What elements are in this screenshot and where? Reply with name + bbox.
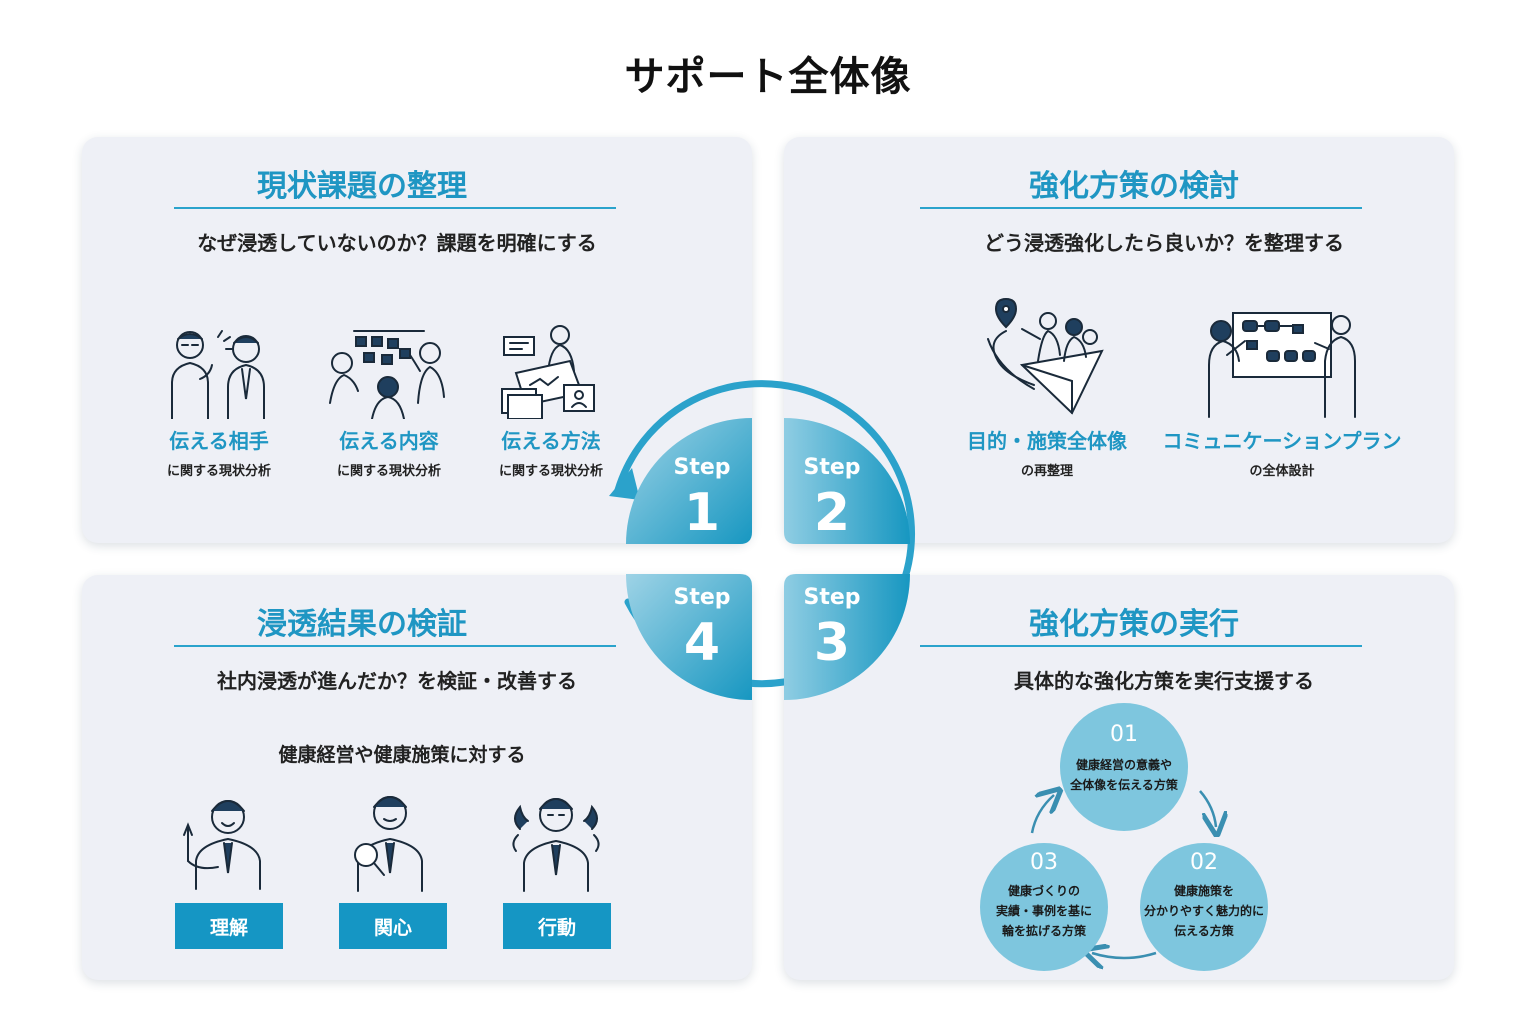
panel-subtitle: なぜ浸透していないのか？課題を明確にする — [197, 231, 597, 255]
circle-text: 健康施策を — [1174, 883, 1234, 898]
magnifier-person-icon — [354, 796, 423, 892]
item-label: 伝える相手 — [169, 429, 269, 453]
panel-title: 浸透結果の検証 — [257, 607, 467, 642]
cycle-circle-01 — [1060, 703, 1188, 831]
circle-text: 健康経営の意義や — [1076, 757, 1172, 772]
item-note: の再整理 — [1020, 464, 1073, 479]
circle-text: 輪を拡げる方策 — [1002, 923, 1087, 938]
panel-title: 強化方策の実行 — [1029, 607, 1239, 642]
circle-number: 03 — [1030, 850, 1058, 875]
circle-number: 02 — [1190, 850, 1218, 875]
cycle-circle-03 — [980, 843, 1108, 971]
circle-text: 健康づくりの — [1008, 883, 1080, 898]
item-content: 伝える内容 に関する現状分析 — [314, 323, 464, 479]
execution-cycle-diagram: 01 健康経営の意義や 全体像を伝える方策 02 健康施策を 分かりやすく魅力的… — [980, 703, 1268, 971]
motivated-person-icon — [512, 798, 600, 892]
lead-text: 健康経営や健康施策に対する — [278, 744, 526, 766]
circle-text: 全体像を伝える方策 — [1069, 777, 1179, 792]
panel-strategy-execution: 強化方策の実行 具体的な強化方策を実行支援する 01 健康経営の意義や 全体像を… — [784, 575, 1454, 980]
item-note: に関する現状分析 — [336, 464, 441, 479]
pointing-person-icon — [183, 800, 261, 890]
circle-number: 01 — [1110, 722, 1138, 747]
item-label: コミュニケーションプラン — [1162, 429, 1402, 453]
item-label: 目的・施策全体像 — [967, 429, 1127, 453]
item-note: に関する現状分析 — [166, 464, 271, 479]
panel-strategy-review: 強化方策の検討 どう浸透強化したら良いか？を整理する 目的・施策全体像 の再整理 — [784, 137, 1454, 543]
circle-text: 分かりやすく魅力的に — [1144, 903, 1264, 918]
badge-understanding: 理解 — [175, 903, 283, 949]
panel-subtitle: 具体的な強化方策を実行支援する — [1014, 669, 1314, 693]
cycle-arrow — [1199, 790, 1216, 827]
cycle-arrow — [1030, 795, 1054, 834]
item-label: 伝える内容 — [339, 429, 439, 453]
media-designer-icon — [501, 325, 595, 419]
circle-text: 実績・事例を基に — [996, 903, 1092, 918]
panel-title: 強化方策の検討 — [1029, 169, 1239, 204]
title-divider — [920, 645, 1362, 647]
panel-title: 現状課題の整理 — [257, 169, 467, 204]
item-audience: 伝える相手 に関する現状分析 — [144, 323, 294, 479]
panel-result-verification: 浸透結果の検証 社内浸透が進んだか？を検証・改善する 健康経営や健康施策に対する — [82, 575, 752, 980]
item-label: 伝える方法 — [501, 429, 601, 453]
panel-subtitle: 社内浸透が進んだか？を検証・改善する — [217, 669, 577, 693]
item-note: に関する現状分析 — [498, 464, 603, 479]
planning-whiteboard-icon — [1208, 312, 1356, 418]
title-divider — [174, 645, 616, 647]
conversation-people-icon — [171, 330, 265, 419]
item-purpose: 目的・施策全体像 の再整理 — [952, 295, 1142, 479]
cycle-circle-02 — [1140, 843, 1268, 971]
title-divider — [920, 207, 1362, 209]
badge-interest: 関心 — [339, 903, 447, 949]
page-title: サポート全体像 — [624, 54, 912, 100]
circle-text: 伝える方策 — [1174, 923, 1235, 938]
panel-current-issues: 現状課題の整理 なぜ浸透していないのか？課題を明確にする 伝える相手 に関する現… — [82, 137, 752, 543]
panel-subtitle: どう浸透強化したら良いか？を整理する — [984, 231, 1344, 255]
item-note: の全体設計 — [1249, 464, 1315, 479]
item-method: 伝える方法 に関する現状分析 — [476, 323, 626, 479]
badge-action: 行動 — [503, 903, 611, 949]
cycle-arrow — [1092, 953, 1157, 958]
sticky-notes-board-icon — [329, 330, 445, 419]
title-divider — [174, 207, 616, 209]
team-on-paper-plane-icon — [987, 297, 1104, 415]
item-communication-plan: コミュニケーションプラン の全体設計 — [1162, 305, 1402, 479]
